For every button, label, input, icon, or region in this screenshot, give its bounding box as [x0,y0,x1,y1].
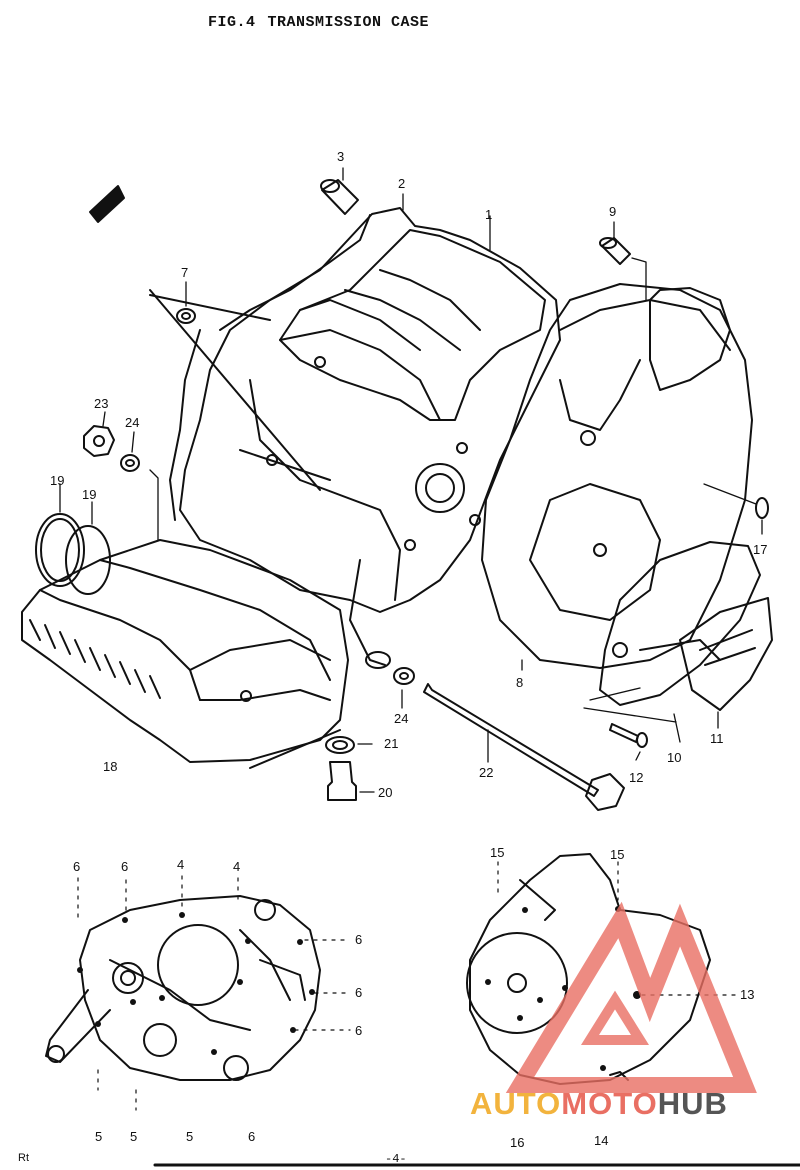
callout-15: 15 [490,845,505,860]
callout-6: 6 [355,932,363,947]
washer-part [393,667,415,685]
figure-title: FIG.4 TRANSMISSION CASE [208,14,429,31]
figure-caption: TRANSMISSION CASE [267,14,430,31]
callout-3: 3 [337,149,345,164]
callout-1: 1 [485,207,493,222]
callout-22: 22 [479,765,494,780]
callout-9: 9 [609,204,617,219]
watermark-word-moto: MOTO [561,1086,658,1121]
callout-4: 4 [177,857,185,872]
watermark-text: AUTOMOTOHUB [470,1086,795,1126]
callout-24: 24 [394,711,409,726]
callout-8: 8 [516,675,524,690]
leader-lines [77,875,351,1111]
corner-mark: Rt [18,1152,29,1164]
callout-13: 13 [740,987,755,1002]
callout-6: 6 [355,985,363,1000]
callout-14: 14 [594,1133,609,1148]
watermark-logo [505,901,757,1093]
direction-arrow-icon [89,185,125,223]
watermark-word-auto: AUTO [470,1086,562,1121]
dowel-pin-part [599,237,631,265]
washer-part [120,454,140,472]
callout-7: 7 [181,265,189,280]
emblem-part [679,597,773,711]
callout-10: 10 [667,750,682,765]
callout-11: 11 [710,731,724,746]
long-bolt-part [423,683,625,811]
callout-6: 6 [73,859,81,874]
ring-part [755,497,769,519]
seal-part [325,736,355,754]
oil-pan-part [21,539,349,769]
cover-half-view [466,853,711,1085]
drain-plug-part [327,761,357,801]
callout-5: 5 [95,1129,103,1144]
callout-20: 20 [378,785,393,800]
callout-17: 17 [753,542,768,557]
callout-16: 16 [510,1135,525,1150]
nut-part [83,425,115,457]
washer-part [176,308,196,324]
watermark-word-hub: HUB [657,1086,728,1121]
callout-23: 23 [94,396,109,411]
callout-19: 19 [50,473,65,488]
callout-15: 15 [610,847,625,862]
screw-part [609,723,648,748]
case-cover-part [481,283,753,669]
transmission-case-part [149,207,561,669]
callout-19: 19 [82,487,97,502]
leader-lines [497,861,736,996]
callout-6: 6 [121,859,129,874]
figure-number: FIG.4 [208,14,256,31]
callout-2: 2 [398,176,406,191]
leader-lines [59,167,763,793]
callout-12: 12 [629,770,644,785]
callout-21: 21 [384,736,399,751]
callout-6: 6 [355,1023,363,1038]
page-number: -4- [385,1152,407,1166]
o-ring-part [35,513,111,595]
callout-6: 6 [248,1129,256,1144]
callout-5: 5 [130,1129,138,1144]
side-cover-part [599,541,761,706]
callout-4: 4 [233,859,241,874]
callout-5: 5 [186,1129,194,1144]
callout-18: 18 [103,759,118,774]
case-half-view [45,895,321,1081]
dowel-pin-part [320,179,359,215]
callout-24: 24 [125,415,140,430]
